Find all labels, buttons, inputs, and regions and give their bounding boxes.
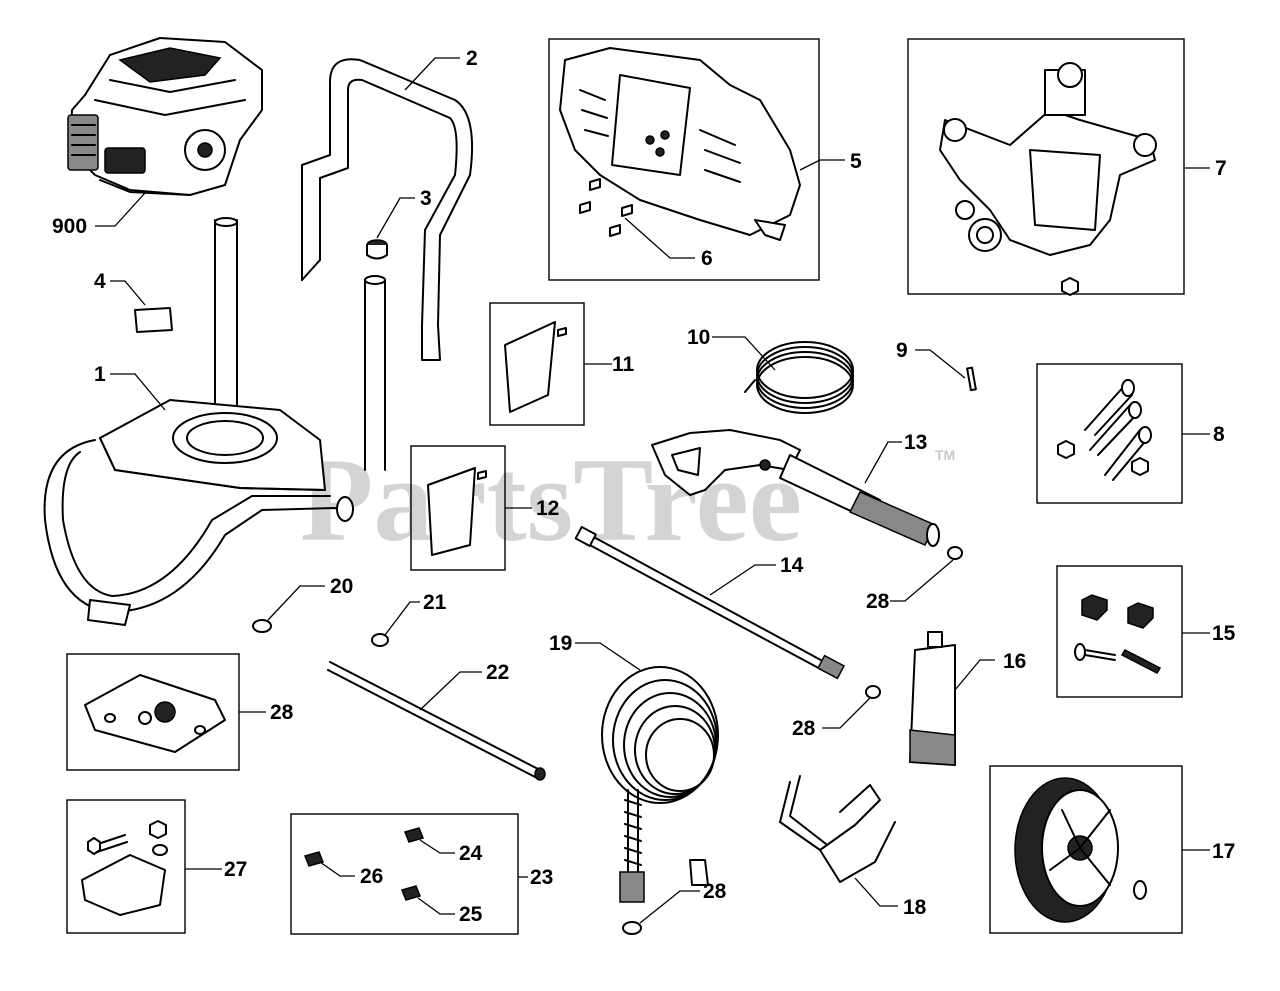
callout-23: 23 xyxy=(530,866,553,889)
callout-10: 10 xyxy=(687,326,710,349)
bolts-part xyxy=(1057,277,1152,481)
box-8 xyxy=(1036,363,1183,504)
leader-lines xyxy=(95,57,1210,924)
hose-bracket-part xyxy=(779,775,896,883)
callout-28-gun: 28 xyxy=(866,590,890,613)
coil-hose-part xyxy=(744,341,854,414)
callout-28-wand: 28 xyxy=(792,717,816,740)
upright-tube-part xyxy=(364,275,386,471)
washer-20 xyxy=(252,619,272,633)
callout-5: 5 xyxy=(850,150,862,173)
callout-15: 15 xyxy=(1212,622,1236,645)
knobs-part xyxy=(1074,594,1162,674)
callout-7: 7 xyxy=(1215,157,1227,180)
label-part xyxy=(134,307,173,333)
detergent-tube-part xyxy=(909,631,956,766)
callout-24: 24 xyxy=(459,842,483,865)
callout-3: 3 xyxy=(420,187,432,210)
box-23 xyxy=(290,813,519,935)
callout-21: 21 xyxy=(423,591,447,614)
callout-8: 8 xyxy=(1213,423,1225,446)
callout-9: 9 xyxy=(896,339,908,362)
wheel-part xyxy=(1014,777,1147,923)
box-15 xyxy=(1056,565,1183,698)
callout-2: 2 xyxy=(466,47,478,70)
callout-1: 1 xyxy=(94,363,106,386)
cap-part xyxy=(366,239,388,260)
callout-19: 19 xyxy=(549,632,572,655)
engine-part xyxy=(67,37,263,196)
o-ring-28-gun xyxy=(947,546,963,560)
panel-11-part xyxy=(504,321,567,413)
callout-12: 12 xyxy=(536,497,559,520)
foot-part xyxy=(81,820,168,916)
callout-900: 900 xyxy=(52,215,87,238)
pressure-hose-part xyxy=(601,666,719,903)
callout-17: 17 xyxy=(1212,840,1235,863)
callout-14: 14 xyxy=(780,554,804,577)
callout-22: 22 xyxy=(486,661,509,684)
o-ring-28-hose xyxy=(622,921,642,935)
screws-part xyxy=(579,178,633,237)
spray-gun-part xyxy=(651,429,940,547)
callout-25: 25 xyxy=(459,903,483,926)
callout-27: 27 xyxy=(224,858,247,881)
callout-28-hose: 28 xyxy=(703,880,727,903)
mount-plate-part xyxy=(84,674,226,753)
shroud-part xyxy=(559,47,801,241)
box-7 xyxy=(907,38,1185,295)
washer-21 xyxy=(371,633,389,647)
callout-6: 6 xyxy=(701,247,713,270)
callout-4: 4 xyxy=(94,270,106,293)
box-27 xyxy=(66,799,186,934)
pump-part xyxy=(939,62,1157,256)
frame-part xyxy=(43,217,354,626)
o-ring-28-wand xyxy=(865,685,881,699)
callout-16: 16 xyxy=(1003,650,1026,673)
callout-18: 18 xyxy=(903,896,927,919)
callout-26: 26 xyxy=(360,865,383,888)
callout-28-plate: 28 xyxy=(270,701,294,724)
callout-20: 20 xyxy=(330,575,353,598)
handle-part xyxy=(301,58,474,361)
axle-part xyxy=(327,661,546,781)
callout-11: 11 xyxy=(612,353,635,376)
callout-13: 13 xyxy=(904,431,927,454)
fasteners-part xyxy=(303,827,425,901)
wand-part xyxy=(574,525,846,680)
watermark-trademark: TM xyxy=(935,447,955,463)
callout-labels: 900 1 2 3 4 5 6 7 8 9 10 11 12 13 14 15 … xyxy=(52,47,1236,926)
panel-12-part xyxy=(427,467,487,556)
pin-part xyxy=(966,366,977,392)
box-5 xyxy=(548,38,820,281)
